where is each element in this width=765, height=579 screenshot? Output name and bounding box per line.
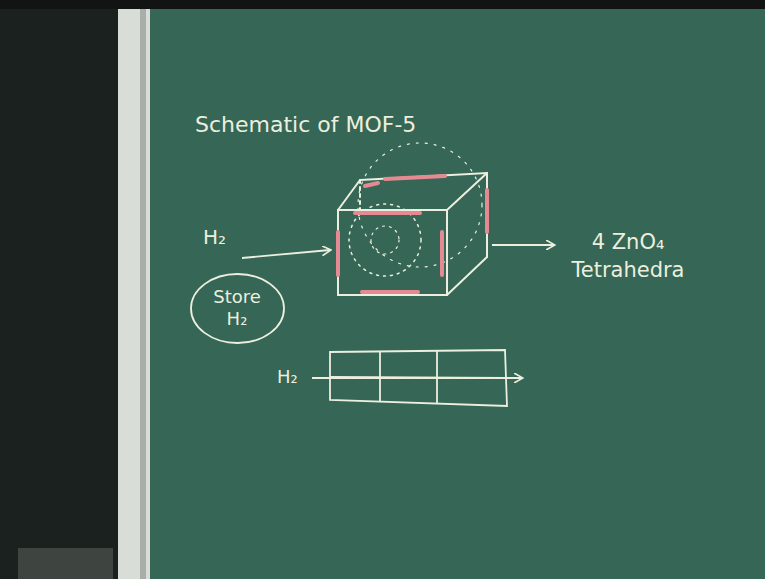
linker — [485, 190, 489, 232]
circled-note: Store H₂ — [190, 273, 285, 344]
linker — [336, 232, 340, 275]
grid-line — [379, 352, 381, 402]
note-text: Store H₂ — [207, 286, 267, 329]
board-frame-top — [0, 0, 765, 9]
node-text-holder: Store H₂ — [207, 286, 267, 329]
gas-label: H₂ — [277, 365, 298, 389]
outer-pore-dots — [358, 143, 482, 267]
board-title: Schematic of MOF-5 — [195, 112, 416, 137]
pore-sphere — [349, 204, 421, 276]
board-pole-shade — [140, 9, 146, 579]
linker — [385, 176, 445, 179]
h2-flow-arrow — [312, 377, 522, 379]
organic-linkers — [338, 176, 487, 292]
component-label: 4 ZnO₄ Tetrahedra — [562, 228, 694, 285]
board-pole — [118, 9, 150, 579]
cube-depth-edges — [338, 173, 487, 295]
room-background — [0, 0, 118, 579]
cube-hidden-edge — [359, 180, 361, 210]
desk-object — [18, 548, 113, 579]
linker — [440, 232, 444, 275]
linker — [355, 211, 420, 215]
circle-outline-shape — [191, 274, 284, 343]
pointer-arrow — [492, 244, 554, 246]
cube-front-face — [338, 210, 447, 295]
linker — [362, 290, 418, 294]
linker — [365, 183, 378, 186]
gas-label: H₂ — [203, 224, 226, 251]
h2-inflow-arrow — [242, 250, 330, 258]
pore-core — [371, 226, 399, 254]
mof-cube — [338, 143, 487, 295]
